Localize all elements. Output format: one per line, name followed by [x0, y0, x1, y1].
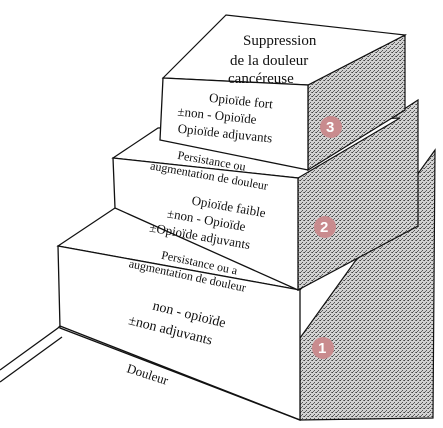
- ground-line: [0, 325, 61, 371]
- step-3-front: [159, 77, 309, 171]
- top-title-line3: cancéreuse: [228, 71, 294, 87]
- step-3-number: 3: [326, 119, 334, 136]
- step-3-line1: Opioïde fort: [208, 90, 274, 112]
- ground-line-inner: [0, 336, 63, 383]
- step-3-badge: 3: [320, 116, 342, 138]
- top-title-line2: de la douleur: [230, 53, 308, 69]
- step-1-floor: [59, 325, 301, 421]
- step-2-number: 2: [320, 219, 328, 236]
- step-2-badge: 2: [314, 216, 336, 238]
- step-1-badge: 1: [312, 337, 334, 359]
- step-2-front: [112, 157, 299, 292]
- top-title-line1: Suppression: [243, 33, 317, 49]
- step-1-number: 1: [318, 340, 326, 357]
